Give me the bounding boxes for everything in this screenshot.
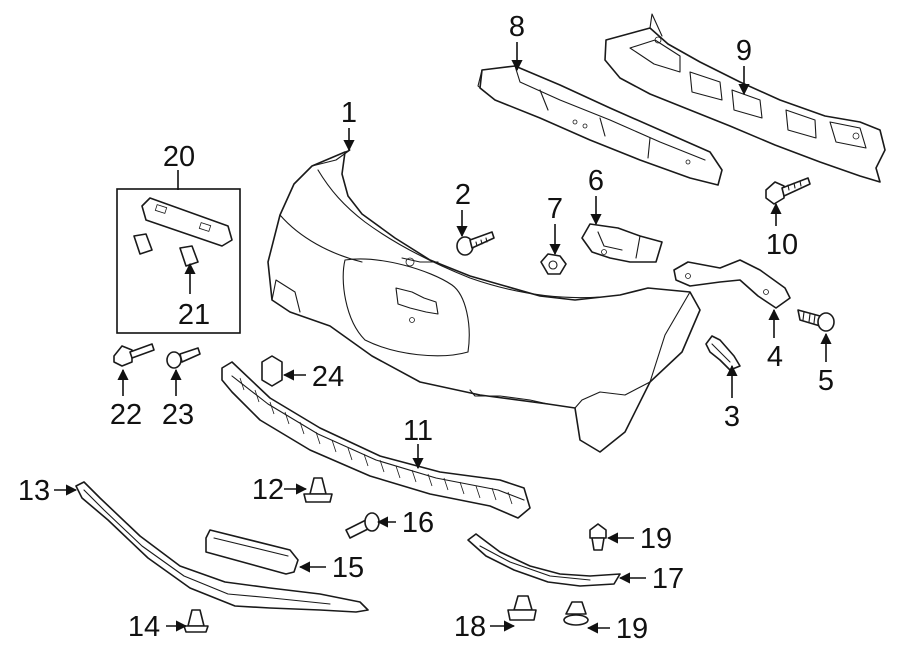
lower-trim-strip (75, 481, 369, 613)
clip-part-19-upper (589, 523, 607, 551)
clip-part-12 (303, 477, 333, 503)
callout-19-lower: 19 (616, 613, 648, 645)
callout-17: 17 (652, 563, 684, 595)
bolt-part-2 (456, 231, 495, 256)
bumper-cover (267, 149, 701, 453)
reflector-part-15 (205, 529, 299, 575)
clip-part-3 (705, 335, 741, 371)
side-bracket-part-4 (673, 259, 791, 309)
callout-2: 2 (455, 179, 471, 211)
callout-labels: 1 2 3 4 5 6 7 8 9 10 11 12 13 14 15 16 1… (18, 11, 834, 645)
callout-3: 3 (724, 401, 740, 433)
callout-6: 6 (588, 165, 604, 197)
callout-16: 16 (402, 507, 434, 539)
callout-8: 8 (509, 11, 525, 43)
clip-part-18 (507, 595, 537, 621)
callout-22: 22 (110, 399, 142, 431)
reinforcement-bar (477, 65, 723, 186)
callout-11: 11 (403, 415, 433, 447)
callout-24: 24 (312, 361, 344, 393)
screw-part-23 (166, 347, 201, 369)
screw-part-16 (345, 512, 380, 539)
bracket-part-6 (581, 223, 663, 263)
screw-part-5 (797, 309, 835, 332)
callout-23: 23 (162, 399, 194, 431)
callout-21: 21 (178, 299, 210, 331)
callout-15: 15 (332, 552, 364, 584)
callout-10: 10 (766, 229, 798, 261)
license-bracket-group (116, 188, 241, 334)
callout-19-upper: 19 (640, 523, 672, 555)
callout-7: 7 (547, 193, 563, 225)
clip-part-19-lower (563, 601, 589, 626)
callout-13: 13 (18, 475, 50, 507)
lower-grille (221, 361, 531, 519)
callout-18: 18 (454, 611, 486, 643)
bolt-part-10 (765, 177, 811, 205)
nut-part-7 (540, 253, 567, 275)
callout-9: 9 (736, 35, 752, 67)
callout-12: 12 (252, 474, 284, 506)
energy-absorber (604, 13, 886, 183)
nut-part-24 (261, 355, 283, 387)
clip-part-14 (183, 609, 209, 633)
callout-14: 14 (128, 611, 160, 643)
callout-1: 1 (341, 97, 357, 129)
callout-4: 4 (767, 341, 783, 373)
leader-lines (54, 42, 832, 634)
bolt-part-22 (113, 343, 155, 367)
callout-20: 20 (163, 141, 195, 173)
callout-5: 5 (818, 365, 834, 397)
